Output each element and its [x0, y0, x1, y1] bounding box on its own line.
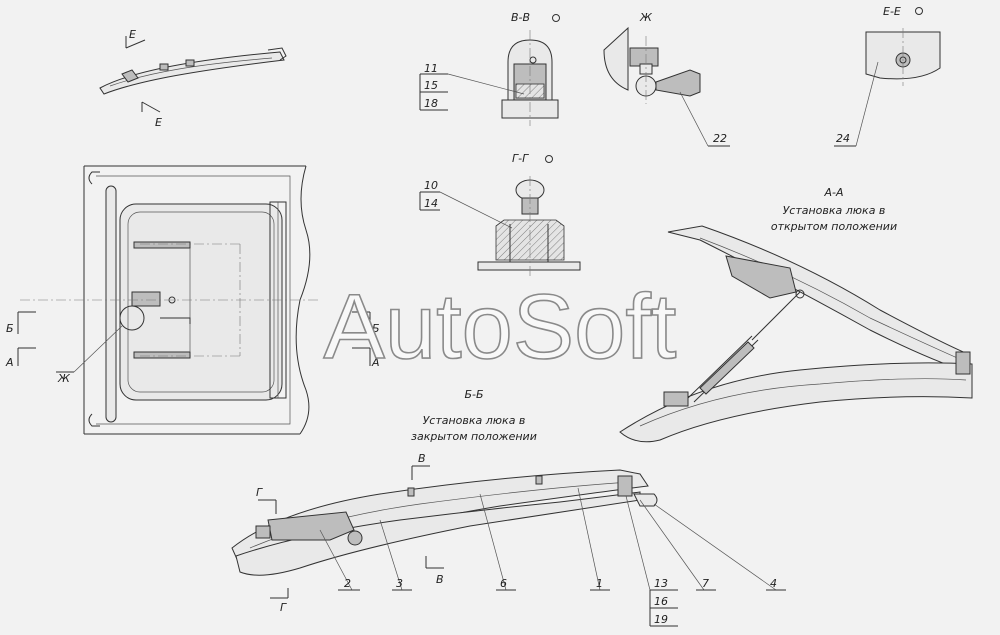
view-title-gg: Г-Г [512, 152, 529, 165]
section-bb-caption-line1: Установка люка в [423, 414, 526, 427]
callout-18: 18 [424, 97, 438, 110]
view-title-ee: Е-Е [883, 5, 901, 18]
section-mark-g-top: Г [256, 486, 263, 499]
callout-3: 3 [396, 577, 403, 590]
section-mark-b-left: Б [6, 322, 14, 335]
view-title-zh: Ж [639, 11, 653, 24]
callout-11-15-18 [419, 73, 525, 111]
section-mark-a-right: А [371, 356, 380, 369]
section-mark-v-top: В [418, 452, 426, 465]
callout-16: 16 [654, 595, 668, 608]
callout-13: 13 [654, 577, 668, 590]
view-rotation-icon [915, 7, 923, 15]
section-aa-drawing [619, 225, 973, 443]
section-marks-plan [17, 311, 371, 373]
callout-4: 4 [770, 577, 777, 590]
view-mark-zh: Ж [57, 372, 71, 385]
callout-19: 19 [654, 613, 668, 626]
callout-10: 10 [424, 179, 438, 192]
callouts-bb-leaders [319, 487, 786, 627]
callout-15: 15 [424, 79, 438, 92]
section-aa-caption-line2: открытом положении [771, 220, 897, 233]
view-title-vv: В-В [511, 11, 530, 24]
section-mark-a-left: А [5, 356, 14, 369]
view-rotation-icon [545, 155, 553, 163]
callout-24-leader [834, 61, 879, 147]
callout-10-14 [419, 191, 513, 229]
section-mark-v-bottom: В [436, 573, 444, 586]
section-aa-caption-line1: Установка люка в [783, 204, 886, 217]
callout-6: 6 [500, 577, 507, 590]
callout-1: 1 [596, 577, 603, 590]
view-zh-detail [603, 26, 701, 104]
callout-11: 11 [424, 62, 438, 75]
section-aa-title: А-А [823, 186, 843, 199]
section-mark-e-bottom: Е [155, 116, 162, 129]
section-vv-detail [501, 30, 559, 126]
section-bb-drawing [231, 469, 658, 576]
callout-7: 7 [702, 577, 709, 590]
section-gg-detail [477, 176, 581, 278]
small-hatch-profile [99, 36, 287, 113]
view-rotation-icon [552, 14, 560, 22]
section-bb-caption-line2: закрытом положении [411, 430, 537, 443]
watermark: AutoSoft [324, 276, 677, 378]
hatch-plan-view [20, 165, 320, 435]
section-mark-g-bottom: Г [280, 601, 287, 614]
callout-22-leader [679, 91, 730, 147]
section-bb-title: Б-Б [464, 388, 483, 401]
section-ee-detail [865, 28, 941, 86]
section-mark-b-right: Б [372, 322, 380, 335]
callout-22: 22 [713, 132, 727, 145]
section-marks-bb [258, 465, 444, 599]
callout-24: 24 [836, 132, 850, 145]
callout-2: 2 [344, 577, 351, 590]
callout-14: 14 [424, 197, 438, 210]
section-mark-e-top: Е [129, 28, 136, 41]
